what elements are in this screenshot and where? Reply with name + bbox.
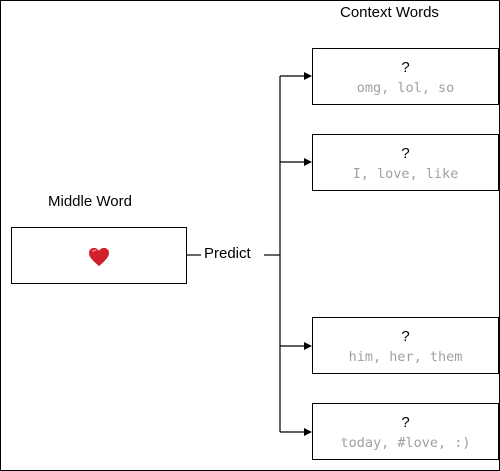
- context-box-question: ?: [401, 328, 410, 345]
- context-box-4: ? today, #love, :): [312, 403, 499, 460]
- middle-word-heading: Middle Word: [48, 193, 132, 210]
- context-box-examples: I, love, like: [352, 166, 459, 182]
- context-box-question: ?: [401, 414, 410, 431]
- context-box-question: ?: [401, 145, 410, 162]
- context-box-question: ?: [401, 59, 410, 76]
- context-box-1: ? omg, lol, so: [312, 48, 499, 105]
- middle-word-box: [11, 227, 187, 284]
- context-box-examples: omg, lol, so: [356, 80, 455, 96]
- context-words-heading: Context Words: [340, 4, 439, 21]
- predict-label: Predict: [204, 245, 251, 262]
- context-box-examples: him, her, them: [348, 349, 463, 365]
- context-box-2: ? I, love, like: [312, 134, 499, 191]
- context-box-examples: today, #love, :): [340, 435, 471, 451]
- context-box-3: ? him, her, them: [312, 317, 499, 374]
- heart-icon: [89, 247, 109, 267]
